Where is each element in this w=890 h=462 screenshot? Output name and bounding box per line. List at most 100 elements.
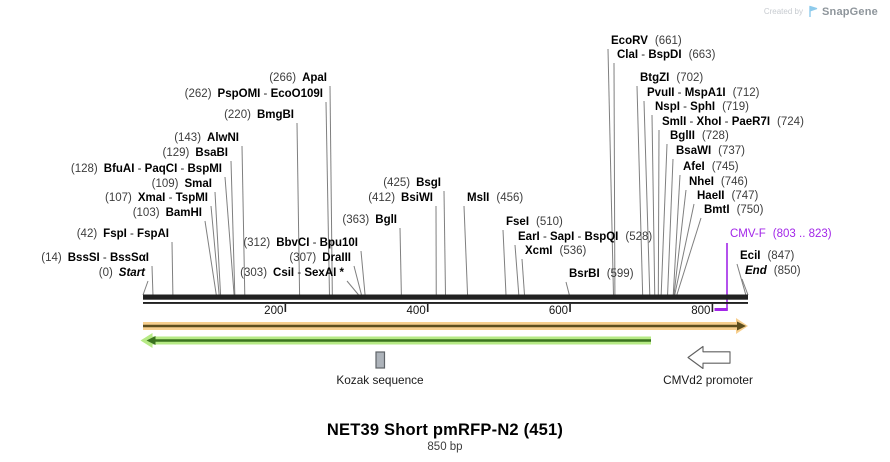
site-label-ecorv[interactable]: EcoRV (661) xyxy=(611,35,682,48)
site-label-bsrbi[interactable]: BsrBI(599) xyxy=(569,268,634,281)
enzyme-name: EarI xyxy=(518,231,540,243)
enzyme-name: DraIII xyxy=(322,252,351,264)
site-position: (128) xyxy=(70,163,98,175)
enzyme-name: XhoI xyxy=(696,116,722,128)
site-label-bsabi[interactable]: (129)BsaBI xyxy=(163,147,228,160)
enzyme-name: BspMI xyxy=(187,163,223,175)
ruler-tick-label: 200 xyxy=(264,305,284,317)
separator: - xyxy=(126,228,138,240)
site-label-bamhi[interactable]: (103)BamHI xyxy=(133,207,202,220)
site-position: (109) xyxy=(151,178,179,190)
site-label-bsawi[interactable]: BsaWI(737) xyxy=(676,145,745,158)
enzyme-name: SmlI xyxy=(662,116,687,128)
site-position: (719) xyxy=(722,101,749,113)
site-pointer-line xyxy=(329,85,333,296)
separator: - xyxy=(574,231,585,243)
site-position: (14) xyxy=(41,252,62,264)
site-label-bsssi[interactable]: (14)BssSI - BssSαI xyxy=(41,252,149,265)
site-label-bgli[interactable]: (363) BglI xyxy=(342,214,397,227)
enzyme-name: BsaBI xyxy=(195,147,228,159)
separator: - xyxy=(674,87,685,99)
site-label-cmvf[interactable]: CMV-F(803 .. 823) xyxy=(730,228,832,241)
site-label-clai[interactable]: ClaI - BspDI(663) xyxy=(617,49,715,62)
kozak-marker[interactable] xyxy=(375,351,386,369)
site-label-bmti[interactable]: BmtI(750) xyxy=(704,204,763,217)
separator: - xyxy=(134,163,145,175)
site-position: (510) xyxy=(536,216,563,228)
site-pointer-line xyxy=(673,189,687,296)
site-label-nhei[interactable]: NheI(746) xyxy=(689,176,748,189)
site-label-btgzi[interactable]: BtgZI (702) xyxy=(640,72,703,85)
enzyme-name: BssSI xyxy=(67,252,100,264)
site-pointer-line xyxy=(443,190,446,296)
enzyme-name: FspI xyxy=(103,228,127,240)
enzyme-name: ClaI xyxy=(617,49,639,61)
site-position: (724) xyxy=(777,116,804,128)
site-pointer-line xyxy=(241,145,246,296)
separator: - xyxy=(294,267,305,279)
site-label-eari[interactable]: EarI - SapI - BspQI(528) xyxy=(518,231,652,244)
site-pointer-line xyxy=(204,220,217,296)
enzyme-name: BsrBI xyxy=(569,268,600,280)
ruler-baseline xyxy=(143,302,748,304)
map-backbone[interactable] xyxy=(143,294,748,300)
site-label-bsgi[interactable]: (425)BsgI xyxy=(383,177,441,190)
site-label-afei[interactable]: AfeI (745) xyxy=(683,161,739,174)
enzyme-name: EcoRV xyxy=(611,35,648,47)
site-label-smli[interactable]: SmlI - XhoI - PaeR7I(724) xyxy=(662,116,804,129)
site-position: (728) xyxy=(701,130,729,142)
site-pointer-line xyxy=(667,158,674,296)
site-pointer-line xyxy=(463,205,469,296)
site-label-bmgbi[interactable]: (220)BmgBI xyxy=(224,109,294,122)
enzyme-name: XmaI xyxy=(137,192,166,204)
site-label-fspi[interactable]: (42)FspI - FspAI xyxy=(77,228,169,241)
site-label-ecii[interactable]: EciI(847) xyxy=(740,250,794,263)
site-position: (663) xyxy=(688,49,716,61)
site-label-bbvci[interactable]: (312)BbvCI - Bpu10I xyxy=(243,237,358,250)
site-position: (661) xyxy=(654,35,682,47)
enzyme-name: BglI xyxy=(375,214,397,226)
cmvd2-promoter-arrow[interactable] xyxy=(687,345,731,370)
site-label-smai[interactable]: (109)SmaI xyxy=(152,178,212,191)
site-label-xmai[interactable]: (107)XmaI - TspMI xyxy=(105,192,208,205)
site-label-msli[interactable]: MslI(456) xyxy=(467,192,523,205)
site-position: (745) xyxy=(711,161,739,173)
site-position: (747) xyxy=(731,190,759,202)
separator: - xyxy=(260,88,271,100)
site-label-pspomi[interactable]: (262)PspOMI - EcoO109I xyxy=(185,88,323,101)
enzyme-name: AfeI xyxy=(683,161,705,173)
site-label-alwni[interactable]: (143)AlwNI xyxy=(174,132,239,145)
site-label-draiii[interactable]: (307)DraIII xyxy=(289,252,351,265)
enzyme-name: CMV-F xyxy=(730,228,766,240)
site-label-apai[interactable]: (266)ApaI xyxy=(269,72,327,85)
site-label-start[interactable]: (0)Start xyxy=(99,267,145,280)
site-label-bfuai[interactable]: (128)BfuAI - PaqCI - BspMI xyxy=(71,163,222,176)
separator: - xyxy=(721,116,732,128)
site-label-haeii[interactable]: HaeII(747) xyxy=(697,190,758,203)
site-label-csii[interactable]: (303)CsiI - SexAI * xyxy=(240,267,344,280)
site-label-bglii[interactable]: BglII(728) xyxy=(670,130,729,143)
site-label-end[interactable]: End(850) xyxy=(745,265,801,278)
site-position: (363) xyxy=(342,214,370,226)
enzyme-name: End xyxy=(745,265,767,277)
enzyme-name: BtgZI xyxy=(640,72,670,84)
site-label-pvuii[interactable]: PvuII - MspA1I(712) xyxy=(647,87,759,100)
site-label-bsiwi[interactable]: (412)BsiWI xyxy=(368,192,433,205)
ruler-tick-label: 400 xyxy=(406,305,426,317)
enzyme-name: PaqCI xyxy=(144,163,178,175)
separator: - xyxy=(309,237,320,249)
site-position: (266) xyxy=(269,72,297,84)
site-label-fsei[interactable]: FseI(510) xyxy=(506,216,563,229)
kozak-sequence-label: Kozak sequence xyxy=(336,373,424,387)
site-pointer-line xyxy=(613,62,616,296)
separator: - xyxy=(686,116,697,128)
watermark: Created by SnapGene xyxy=(764,5,878,18)
site-label-nspi[interactable]: NspI - SphI(719) xyxy=(655,101,749,114)
enzyme-name: BsgI xyxy=(416,177,441,189)
site-position: (702) xyxy=(676,72,704,84)
site-label-xcmi[interactable]: XcmI(536) xyxy=(525,245,586,258)
site-position: (262) xyxy=(184,88,212,100)
enzyme-name: PspOMI xyxy=(217,88,261,100)
enzyme-name: SphI xyxy=(690,101,716,113)
site-position: (143) xyxy=(174,132,202,144)
